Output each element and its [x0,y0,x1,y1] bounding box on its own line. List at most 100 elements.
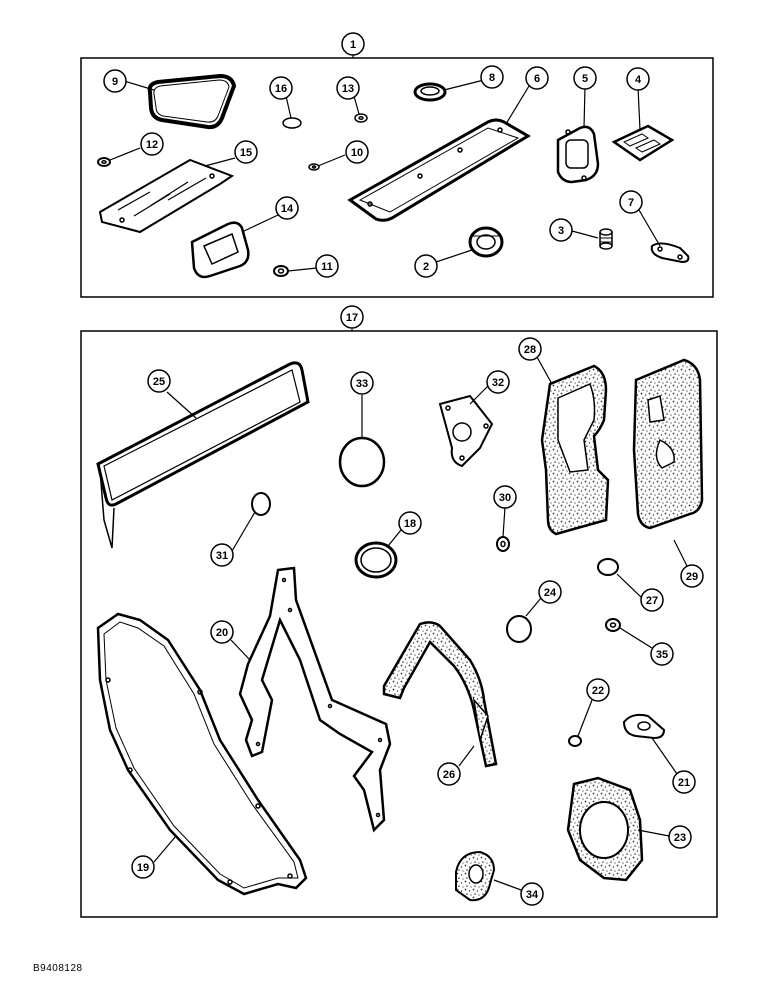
callout-circle [573,66,597,90]
callout-label: 15 [240,147,252,159]
part-11-fitting-seal [273,265,289,277]
callout-circle [538,580,562,604]
callout-label: 27 [646,595,658,607]
part-15-manifold-gasket [98,158,235,234]
callout-circle [147,369,171,393]
callout-label: 6 [534,73,540,85]
callout-circle [525,66,549,90]
callout-label: 14 [281,203,294,215]
callout-label: 35 [656,649,668,661]
callout-circle [345,140,369,164]
callout-circle [480,65,504,89]
callout-circle [140,132,164,156]
part-34-small-plate-gasket [455,850,496,902]
part-7-small-flange-gasket [650,242,690,264]
callout-label: 10 [351,147,363,159]
svg-text:17: 17 [346,312,358,324]
callout-circle [437,762,461,786]
callout-23: 23 [668,825,692,849]
part-5-flange-gasket [556,125,600,184]
callout-circle [586,678,610,702]
part-18-seal-ring [354,541,398,579]
part-27-o-ring [597,558,619,576]
part-20-housing-gasket [238,566,392,833]
callout-25: 25 [147,369,171,393]
callout-34: 34 [520,882,544,906]
part-29-cover-gasket [632,358,704,530]
callout-circle [486,370,510,394]
part-21-small-flange-gasket [622,713,666,740]
callout-circle [680,564,704,588]
callout-label: 34 [526,889,539,901]
part-23-round-plate-gasket [566,776,644,882]
callout-label: 8 [489,72,495,84]
part-28-cover-gasket [540,364,610,536]
callout-label: 25 [153,376,165,388]
part-19-front-cover-gasket [96,612,308,896]
callout-circle [269,76,293,100]
callout-35: 35 [650,642,674,666]
callout-label: 28 [524,344,536,356]
callout-circle [520,882,544,906]
callout-21: 21 [672,770,696,794]
callout-label: 26 [443,769,455,781]
leader-lines [109,55,689,891]
callout-label: 2 [423,261,429,273]
callout-label: 21 [678,777,690,789]
part-35-small-seal [605,618,621,632]
callout-label: 31 [216,550,228,562]
callout-label: 9 [112,76,118,88]
callout-circle [626,67,650,91]
figure-reference: B9408128 [33,963,83,974]
callout-22: 22 [586,678,610,702]
part-13-washer [354,113,368,123]
part-31-o-ring [251,492,271,516]
part-2-lip-seal [468,226,504,258]
callout-circle [493,485,517,509]
callout-label: 11 [321,261,333,273]
callout-circle [131,855,155,879]
callout-label: 12 [146,139,158,151]
callout-circle [672,770,696,794]
part-16-o-ring [282,117,302,129]
callout-circle [315,254,339,278]
callout-circle [210,620,234,644]
callout-18: 18 [398,511,422,535]
callout-label: 7 [628,197,634,209]
callout-circle [275,196,299,220]
callout-5: 5 [573,66,597,90]
callout-circle [336,76,360,100]
callout-30: 30 [493,485,517,509]
part-33-o-ring [338,436,386,488]
kit-callouts: 1 17 [340,32,365,329]
callout-label: 13 [342,83,354,95]
callout-kit-17: 17 [340,305,364,329]
part-32-mounting-gasket [438,394,494,468]
callout-circle [350,371,374,395]
callout-31: 31 [210,543,234,567]
part-22-small-o-ring [568,735,582,747]
part-12-small-seal [97,157,111,167]
callout-9: 9 [103,69,127,93]
callout-28: 28 [518,337,542,361]
callout-circle [414,254,438,278]
callout-kit-1: 1 [341,32,365,56]
callout-10: 10 [345,140,369,164]
callout-7: 7 [619,190,643,214]
callout-32: 32 [486,370,510,394]
callout-14: 14 [275,196,299,220]
part-30-small-seal [496,536,510,552]
callout-label: 3 [558,225,564,237]
callout-4: 4 [626,67,650,91]
part-26-rear-cover-gasket [382,621,498,768]
callout-12: 12 [140,132,164,156]
callout-label: 19 [137,862,149,874]
part-14-outlet-gasket [190,221,250,279]
callout-15: 15 [234,140,258,164]
callout-label: 16 [275,83,287,95]
callout-label: 24 [544,587,557,599]
lower-kit-frame [80,330,718,918]
callout-29: 29 [680,564,704,588]
upper-kit-frame [80,57,714,298]
callout-13: 13 [336,76,360,100]
